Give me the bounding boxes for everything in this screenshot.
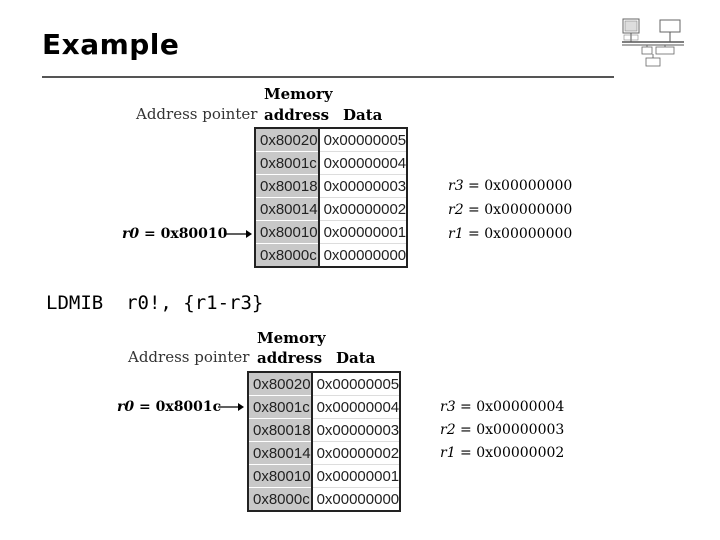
register-content: = 0x00000003 — [455, 422, 565, 438]
register-value: r1 = 0x00000000 — [448, 223, 572, 246]
memory-address-cell: 0x80020 — [248, 371, 313, 396]
memory-address-cell: 0x80018 — [248, 418, 313, 442]
register-value: r3 = 0x00000004 — [440, 396, 564, 419]
data-header: Data — [336, 349, 376, 367]
instruction-line: LDMIB r0!, {r1-r3} — [46, 292, 263, 314]
memory-data-cell: 0x00000003 — [311, 418, 401, 442]
memory-data-cell: 0x00000001 — [318, 220, 408, 244]
pointer-register-value: = 0x8001c — [134, 399, 222, 415]
memory-data-cell: 0x00000004 — [311, 395, 401, 419]
pointer-arrow-icon — [226, 230, 252, 238]
register-value: r3 = 0x00000000 — [448, 175, 572, 198]
base-pointer-label: r0 = 0x8001c — [117, 399, 221, 415]
register-content: = 0x00000004 — [455, 399, 565, 415]
data-header: Data — [343, 106, 383, 124]
register-value: r2 = 0x00000003 — [440, 419, 564, 442]
register-name: r2 — [440, 422, 456, 438]
memory-data-cell: 0x00000005 — [318, 127, 408, 152]
memory-address-cell: 0x80014 — [255, 197, 320, 221]
memory-data-cell: 0x00000003 — [318, 174, 408, 198]
register-value: r2 = 0x00000000 — [448, 199, 572, 222]
memory-header: Memory — [257, 329, 326, 347]
memory-data-cell: 0x00000001 — [311, 464, 401, 488]
memory-data-cell: 0x00000002 — [318, 197, 408, 221]
base-pointer-label: r0 = 0x80010 — [122, 226, 227, 242]
instruction-operands: r0!, {r1-r3} — [126, 292, 264, 314]
memory-address-cell: 0x8001c — [248, 395, 313, 419]
register-name: r2 — [448, 202, 464, 218]
register-name: r1 — [440, 445, 456, 461]
register-content: = 0x00000002 — [455, 445, 565, 461]
register-content: = 0x00000000 — [463, 226, 573, 242]
pointer-arrow-icon — [218, 403, 244, 411]
register-value: r1 = 0x00000002 — [440, 442, 564, 465]
instruction-mnemonic: LDMIB — [46, 292, 104, 314]
address-header: address — [264, 106, 330, 124]
memory-address-cell: 0x8000c — [255, 243, 320, 267]
memory-address-cell: 0x80014 — [248, 441, 313, 465]
pointer-register-name: r0 — [122, 226, 140, 242]
register-name: r3 — [448, 178, 464, 194]
register-content: = 0x00000000 — [463, 178, 573, 194]
register-content: = 0x00000000 — [463, 202, 573, 218]
register-name: r1 — [448, 226, 464, 242]
address-pointer-label: Address pointer — [128, 348, 250, 366]
memory-address-cell: 0x8001c — [255, 151, 320, 175]
memory-data-cell: 0x00000002 — [311, 441, 401, 465]
register-name: r3 — [440, 399, 456, 415]
memory-data-cell: 0x00000000 — [311, 487, 401, 511]
pointer-register-name: r0 — [117, 399, 135, 415]
memory-data-cell: 0x00000004 — [318, 151, 408, 175]
memory-address-cell: 0x80010 — [248, 464, 313, 488]
pointer-register-value: = 0x80010 — [139, 226, 228, 242]
memory-address-cell: 0x80018 — [255, 174, 320, 198]
memory-header: Memory — [264, 85, 333, 103]
memory-address-cell: 0x80020 — [255, 127, 320, 152]
memory-address-cell: 0x8000c — [248, 487, 313, 511]
title-divider — [42, 76, 614, 78]
address-pointer-label: Address pointer — [136, 105, 258, 123]
memory-address-cell: 0x80010 — [255, 220, 320, 244]
memory-data-cell: 0x00000005 — [311, 371, 401, 396]
memory-data-cell: 0x00000000 — [318, 243, 408, 267]
computer-system-logo-icon — [622, 18, 684, 67]
address-header: address — [257, 349, 323, 367]
slide-title: Example — [42, 28, 180, 61]
